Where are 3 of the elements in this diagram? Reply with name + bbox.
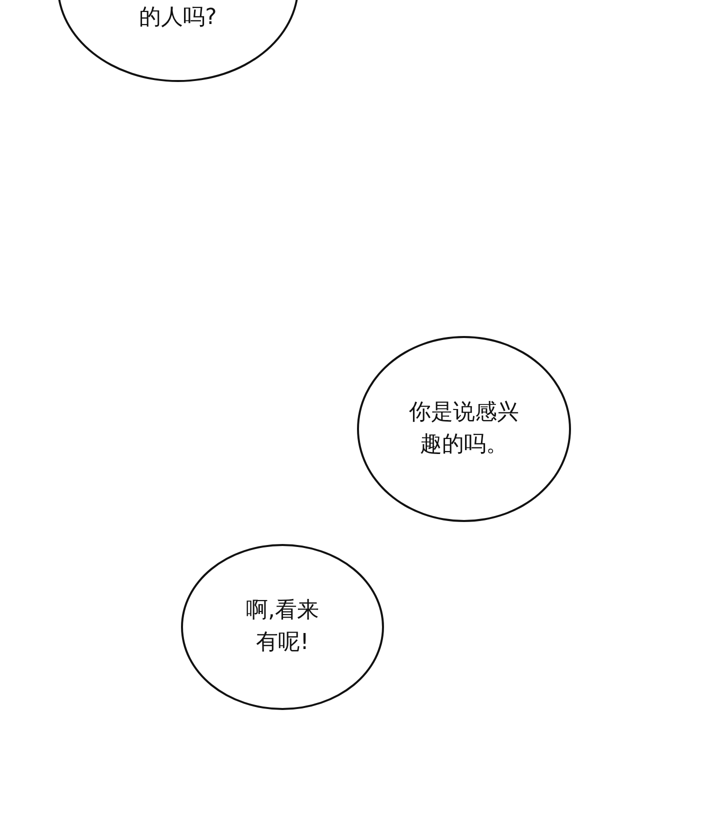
speech-text: 的人吗? (138, 4, 218, 32)
speech-text: 你是说感兴趣的吗。 (408, 399, 520, 459)
speech-text: 啊,看来有呢! (244, 597, 320, 657)
